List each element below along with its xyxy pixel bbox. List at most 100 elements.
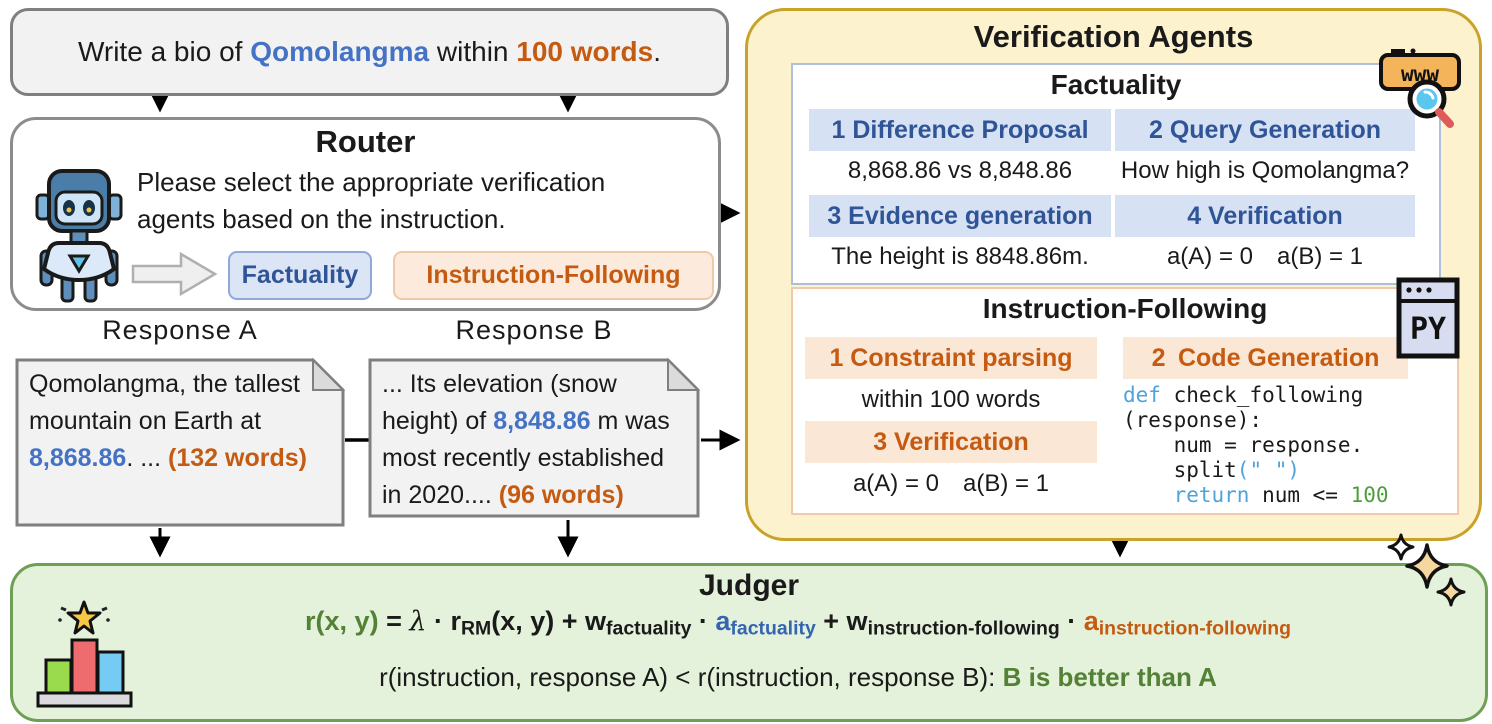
a-fact: a (715, 606, 731, 636)
w-if-subscript: instruction-following (867, 617, 1060, 640)
code-block: def check_following (response): num = re… (1123, 383, 1453, 508)
response-b-tail: m was most recently established in 2020.… (382, 407, 670, 509)
factuality-step-3-value: The height is 8848.86m. (831, 243, 1089, 270)
factuality-panel: Factuality 1 Difference Proposal 8,868.8… (791, 63, 1441, 285)
response-a-note: Qomolangma, the tallest mountain on Eart… (15, 358, 345, 527)
py-label: PY (1410, 312, 1446, 347)
factuality-left-column: 1 Difference Proposal 8,868.86 vs 8,848.… (809, 109, 1111, 279)
w-fact: w (585, 606, 607, 636)
rm-subscript: RM (460, 617, 492, 640)
factuality-title: Factuality (1050, 69, 1182, 100)
lambda: λ (409, 606, 427, 637)
instruction-prefix: Write a bio of (77, 36, 251, 67)
if-step-3-header: 3 Verification (805, 421, 1097, 463)
judger-comparison: r(instruction, response A) < r(instructi… (123, 662, 1473, 693)
code-text: (response): (1123, 408, 1263, 432)
code-text: num <= (1249, 483, 1351, 507)
factuality-step-4-header: 4 Verification (1115, 195, 1415, 237)
response-b-number: 8,848.86 (493, 407, 591, 435)
instruction-following-right-column: 2 Code Generation def check_following (r… (1123, 337, 1453, 507)
factuality-step-2-header: 2 Query Generation (1115, 109, 1415, 151)
code-keyword: def (1123, 383, 1161, 407)
code-line: split(" ") (1123, 458, 1453, 483)
robot-icon (35, 169, 123, 303)
code-text: num = response. (1123, 433, 1364, 457)
a-if: a (1083, 606, 1099, 636)
verification-agents-title: Verification Agents (973, 19, 1254, 54)
code-number: 100 (1350, 483, 1389, 507)
factuality-step-1-value: 8,868.86 vs 8,848.86 (847, 157, 1073, 184)
cdot: · (426, 606, 451, 636)
instruction-middle: within (429, 36, 517, 67)
plus: + (554, 606, 586, 636)
cdot: · (691, 606, 716, 636)
factuality-step-4-value: a(A) = 0 a(B) = 1 (1166, 243, 1364, 270)
response-a-label: Response A (102, 315, 258, 345)
w-fact-subscript: factuality (606, 617, 692, 640)
router-tag-factuality: Factuality (228, 251, 372, 300)
judger-title: Judger (698, 569, 800, 602)
instruction-following-title: Instruction-Following (982, 293, 1268, 324)
comparison-expression: r(instruction, response A) < r(instructi… (379, 662, 1003, 692)
response-b-label: Response B (455, 315, 613, 345)
judger-box: Judger r(x, y) = λ · rRM(x, y) + wfactua… (10, 563, 1488, 722)
code-line: (response): (1123, 408, 1453, 433)
ranking-podium-icon (36, 600, 133, 708)
router-tag-factuality-label: Factuality (241, 261, 359, 289)
response-a-body: Qomolangma, the tallest mountain on Eart… (29, 370, 300, 435)
code-line: num = response. (1123, 433, 1453, 458)
router-description: Please select the appropriate verificati… (137, 167, 606, 234)
a-fact-subscript: factuality (730, 617, 816, 640)
instruction-suffix: . (653, 36, 662, 67)
instruction-following-left-column: 1 Constraint parsing within 100 words 3 … (805, 337, 1097, 505)
response-b-word-count: (96 words) (498, 481, 624, 509)
response-a-text: Qomolangma, the tallest mountain on Eart… (29, 366, 329, 477)
code-line: def check_following (1123, 383, 1453, 408)
w-if: w (846, 606, 868, 636)
verification-agents-box: Verification Agents www Factuality 1 Dif… (745, 8, 1482, 541)
factuality-step-1-header: 1 Difference Proposal (809, 109, 1111, 151)
python-window-icon: PY (1396, 277, 1460, 359)
block-arrow-icon (131, 251, 218, 297)
code-keyword: return (1123, 483, 1250, 507)
response-a-number: 8,868.86 (29, 444, 127, 472)
rm-term: r (450, 606, 461, 636)
web-search-icon: www (1379, 48, 1461, 128)
code-text: split (1123, 458, 1237, 482)
code-line: return num <= 100 (1123, 483, 1453, 508)
router-box: Router Please select the appropriate ver… (10, 117, 721, 311)
instruction-constraint: 100 words (516, 36, 654, 67)
code-string: (" ") (1236, 458, 1301, 482)
router-tag-instruction-following: Instruction-Following (393, 251, 714, 300)
factuality-right-column: 2 Query Generation How high is Qomolangm… (1115, 109, 1415, 279)
instruction-following-panel: Instruction-Following 1 Constraint parsi… (791, 287, 1459, 515)
factuality-step-2-value: How high is Qomolangma? (1120, 157, 1410, 184)
instruction-text: Write a bio of Qomolangma within 100 wor… (78, 36, 661, 68)
response-a-tail: . ... (126, 444, 169, 472)
cdot: · (1059, 606, 1084, 636)
a-if-subscript: instruction-following (1098, 617, 1291, 640)
response-b-note: ... Its elevation (snow height) of 8,848… (368, 358, 700, 518)
note-shape (15, 358, 345, 527)
comparison-conclusion: B is better than A (1002, 662, 1217, 692)
code-text: check_following (1160, 383, 1364, 407)
if-step-3-value: a(A) = 0 a(B) = 1 (852, 470, 1050, 497)
router-title: Router (315, 124, 416, 159)
response-b-body: ... Its elevation (snow height) of (382, 370, 617, 435)
plus: + (815, 606, 847, 636)
judger-formula: r(x, y) = λ · rRM(x, y) + wfactuality · … (123, 606, 1473, 640)
sparkles-icon (1387, 533, 1466, 607)
equals: = (378, 606, 410, 636)
if-step-1-header: 1 Constraint parsing (805, 337, 1097, 379)
response-b-text: ... Its elevation (snow height) of 8,848… (382, 366, 684, 514)
note-shape (368, 358, 700, 518)
factuality-step-3-header: 3 Evidence generation (809, 195, 1111, 237)
if-step-2-header: 2 Code Generation (1123, 337, 1408, 379)
if-step-1-value: within 100 words (861, 386, 1041, 413)
instruction-box: Write a bio of Qomolangma within 100 wor… (10, 8, 729, 96)
instruction-subject: Qomolangma (250, 36, 430, 67)
router-tag-instruction-following-label: Instruction-Following (426, 261, 681, 289)
response-a-word-count: (132 words) (168, 444, 307, 472)
